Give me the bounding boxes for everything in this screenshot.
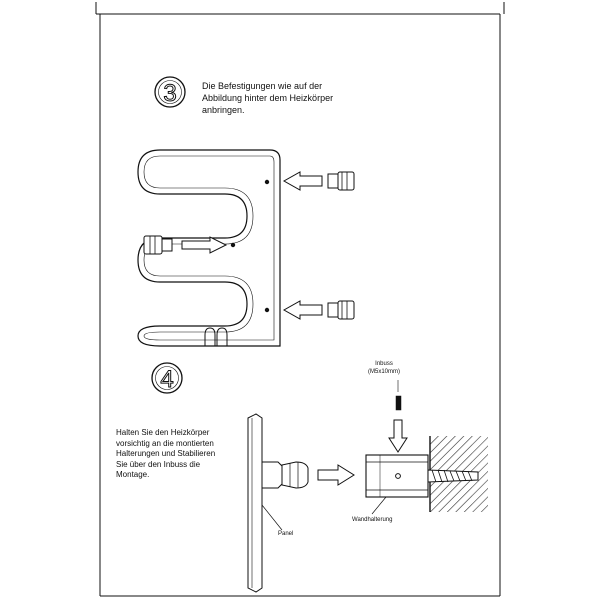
radiator-outline — [137, 149, 281, 347]
inbuss-title: Inbuss — [375, 361, 393, 367]
bracket-middle — [143, 235, 228, 255]
step-4-number: 4 — [160, 366, 173, 393]
step-4-badge: 4 — [151, 362, 183, 394]
mount-hole-middle — [230, 242, 236, 248]
wall-bracket — [365, 454, 479, 515]
step-3-badge: 3 — [154, 76, 186, 108]
page-border — [95, 2, 505, 597]
step-4-line-4: Sie über den Inbuss die — [116, 459, 201, 469]
inbuss-key — [388, 380, 408, 453]
bracket-screw-hole — [395, 473, 401, 479]
step-4-line-3: Halterungen und Stabilieren — [116, 449, 216, 458]
step-4-instruction: Halten Sie den Heizkörper vorsichtig an … — [116, 428, 256, 481]
wandhalterung-label: Wandhalterung — [352, 517, 393, 523]
bracket-bottom — [282, 300, 355, 320]
inbuss-label: Inbuss (M5x10mm) — [362, 360, 406, 376]
panel-side-view — [247, 413, 309, 593]
mount-hole-bottom — [264, 307, 270, 313]
step-4-line-5: Montage. — [116, 470, 150, 479]
step-4-line-2: vorsichtig an die montierten — [116, 438, 214, 448]
step-3-line-2: Abbildung hinter dem Heizkörper — [202, 93, 334, 103]
step-3-number: 3 — [163, 80, 176, 107]
step-4-line-1: Halten Sie den Heizkörper — [116, 428, 210, 437]
step-3-line-1: Die Befestigungen wie auf der — [202, 81, 323, 91]
mounting-holes — [230, 179, 270, 313]
inbuss-spec: (M5x10mm) — [367, 369, 400, 375]
arrow-panel-to-bracket — [317, 464, 355, 486]
step-3-instruction: Die Befestigungen wie auf der Abbildung … — [202, 80, 442, 116]
step-3-line-3: anbringen. — [202, 105, 245, 115]
bracket-top — [282, 171, 355, 191]
valve-connectors — [204, 327, 228, 346]
mount-hole-top — [264, 179, 270, 185]
panel-label: Panel — [278, 531, 294, 537]
